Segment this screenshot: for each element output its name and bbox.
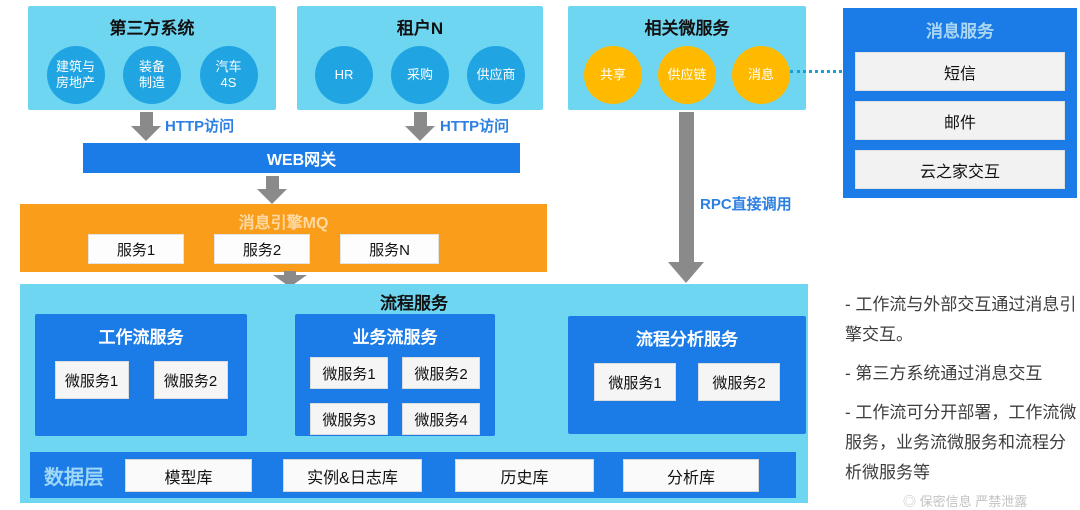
circle-label: 建筑与 <box>55 59 95 74</box>
mq-service-1: 服务1 <box>88 234 184 264</box>
workflow-micro-1: 微服务1 <box>54 361 129 399</box>
message-item-yunzhijia: 云之家交互 <box>855 150 1065 189</box>
web-gateway-label: WEB网关 <box>266 152 337 169</box>
circle-message: 消息 <box>732 46 790 104</box>
mq-service-n: 服务N <box>340 234 439 264</box>
http-label-2: HTTP访问 <box>440 118 510 135</box>
message-service-panel: 消息服务 短信 邮件 云之家交互 <box>843 8 1077 198</box>
arrow-rpc-call <box>668 112 704 283</box>
circle-label: HR <box>334 67 354 82</box>
circle-auto-4s: 汽车 4S <box>199 46 258 104</box>
circle-label: 供应商 <box>476 67 516 82</box>
mq-title: 消息引擎MQ <box>238 215 329 232</box>
business-flow-service-title: 业务流服务 <box>352 328 438 347</box>
circle-label: 消息 <box>747 67 774 82</box>
third-party-circles: 建筑与 房地产 装备 制造 汽车 4S <box>28 46 276 104</box>
analysis-micro-2: 微服务2 <box>698 363 780 401</box>
process-analysis-service-title: 流程分析服务 <box>636 330 738 349</box>
message-item-email: 邮件 <box>855 101 1065 140</box>
circle-procurement: 采购 <box>391 46 449 104</box>
http-label-1: HTTP访问 <box>165 118 235 135</box>
store-instance-log-db: 实例&日志库 <box>283 459 422 492</box>
store-model-db: 模型库 <box>125 459 252 492</box>
circle-label: 制造 <box>138 75 165 90</box>
tenant-title: 租户N <box>396 19 444 38</box>
workflow-service-box: 工作流服务 微服务1 微服务2 <box>35 314 247 436</box>
message-service-title: 消息服务 <box>926 22 994 41</box>
circle-label: 装备 <box>138 59 165 74</box>
circle-construction-realestate: 建筑与 房地产 <box>46 46 105 104</box>
business-micro-2: 微服务2 <box>402 357 480 389</box>
store-history-db: 历史库 <box>455 459 594 492</box>
arrow-gateway-to-mq <box>257 176 287 204</box>
circle-supply-chain: 供应链 <box>658 46 716 104</box>
analysis-microservices: 微服务1 微服务2 <box>568 363 806 401</box>
note-bullet-1: - 工作流与外部交互通过消息引擎交互。 <box>845 295 1077 344</box>
message-dotted-connector <box>790 70 842 73</box>
analysis-micro-1: 微服务1 <box>594 363 676 401</box>
microservices-title: 相关微服务 <box>644 19 730 38</box>
process-analysis-service-box: 流程分析服务 微服务1 微服务2 <box>568 316 806 434</box>
circle-label: 房地产 <box>55 75 95 90</box>
process-service-panel: 流程服务 工作流服务 微服务1 微服务2 业务流服务 微服务1 微服务2 微服务… <box>20 284 808 503</box>
circle-label: 共享 <box>599 67 626 82</box>
circle-label: 4S <box>220 75 237 90</box>
confidential-footer: ◎ 保密信息 严禁泄露 <box>903 494 1028 509</box>
business-flow-microservices: 微服务1 微服务2 微服务3 微服务4 <box>295 357 495 435</box>
notes-block: - 工作流与外部交互通过消息引擎交互。 - 第三方系统通过消息交互 - 工作流可… <box>845 290 1080 497</box>
arrow-http-tenant <box>405 112 435 141</box>
workflow-service-title: 工作流服务 <box>98 328 184 347</box>
process-service-title: 流程服务 <box>380 294 448 313</box>
note-bullet-3: - 工作流可分开部署，工作流微服务，业务流微服务和流程分析微服务等 <box>845 403 1077 482</box>
circle-label: 采购 <box>406 67 433 82</box>
tenant-panel: 租户N HR 采购 供应商 <box>297 6 543 110</box>
third-party-panel: 第三方系统 建筑与 房地产 装备 制造 汽车 4S <box>28 6 276 110</box>
business-micro-1: 微服务1 <box>310 357 388 389</box>
circle-label: 供应链 <box>667 67 707 82</box>
arrow-http-third-party <box>131 112 161 141</box>
data-layer-bar: 数据层 模型库 实例&日志库 历史库 分析库 <box>30 452 796 498</box>
store-analysis-db: 分析库 <box>623 459 759 492</box>
message-item-sms: 短信 <box>855 52 1065 91</box>
circle-label: 汽车 <box>215 59 242 74</box>
circle-hr: HR <box>315 46 373 104</box>
third-party-title: 第三方系统 <box>109 19 195 38</box>
circle-supplier: 供应商 <box>467 46 525 104</box>
tenant-circles: HR 采购 供应商 <box>297 46 543 104</box>
web-gateway-bar: WEB网关 <box>83 143 520 173</box>
business-micro-3: 微服务3 <box>310 403 388 435</box>
microservices-circles: 共享 供应链 消息 <box>568 46 806 104</box>
circle-equipment-manufacturing: 装备 制造 <box>123 46 181 104</box>
workflow-micro-2: 微服务2 <box>153 361 228 399</box>
note-bullet-2: - 第三方系统通过消息交互 <box>845 364 1043 383</box>
rpc-label: RPC直接调用 <box>700 196 792 213</box>
business-flow-service-box: 业务流服务 微服务1 微服务2 微服务3 微服务4 <box>295 314 495 436</box>
mq-service-2: 服务2 <box>214 234 310 264</box>
mq-box: 消息引擎MQ 服务1 服务2 服务N <box>20 204 547 272</box>
microservices-panel: 相关微服务 共享 供应链 消息 <box>568 6 806 110</box>
circle-shared: 共享 <box>584 46 642 104</box>
business-micro-4: 微服务4 <box>402 403 480 435</box>
data-layer-label: 数据层 <box>44 467 104 489</box>
workflow-microservices: 微服务1 微服务2 <box>35 361 247 399</box>
